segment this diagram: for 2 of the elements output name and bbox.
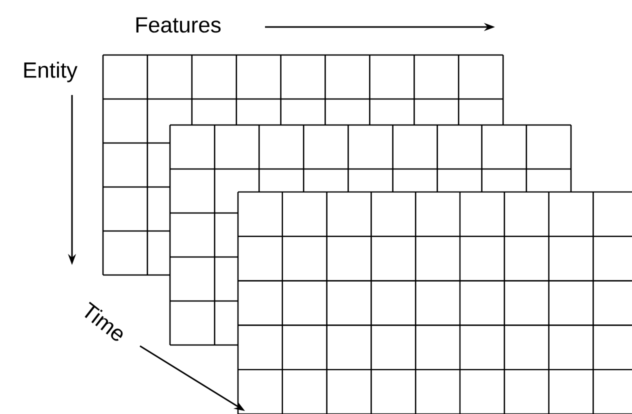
axis-label: Entity [24,62,78,82]
axis-label: Features [136,17,221,33]
